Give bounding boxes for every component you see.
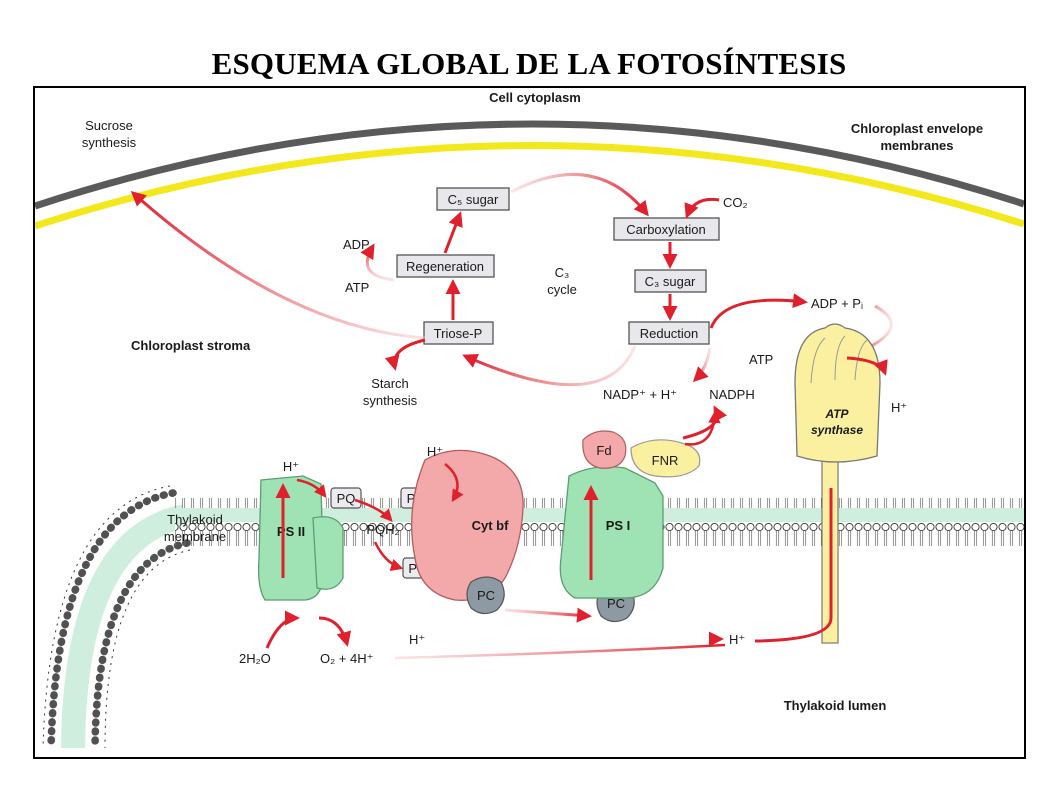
nadph-label: NADPH [709,387,755,402]
c5-sugar-box [436,187,510,211]
pq-1-box [330,487,362,509]
slide-title: ESQUEMA GLOBAL DE LA FOTOSÍNTESIS [211,46,847,81]
water-label: 2H₂O [239,651,271,666]
atp-synthase-label-1: ATP [824,407,849,421]
arrow-regeneration-to-c5 [443,211,463,254]
synthase-atp-label: ATP [749,352,773,367]
cytbf-label: Cyt bf [472,518,510,533]
photosystem-i: PS I [559,465,664,599]
arrow-nadp [692,347,712,383]
lumen-h-left-label: H⁺ [409,632,425,647]
arrow-reduction-to-adp [709,293,808,329]
arrow-h-to-synthase [754,488,833,643]
adp-pi-label: ADP + Pᵢ [811,296,863,311]
atp-synthase: ATP synthase [794,323,881,644]
arrow-h-to-pq [296,478,327,498]
arrow-lumen-h-lower [394,643,726,660]
thylakoid-label-2: membrane [164,529,226,544]
arrow-pq-to-pqh2 [354,498,393,522]
atp-synthase-label-2: synthase [811,423,863,437]
nadp-label: NADP⁺ + H⁺ [603,387,677,402]
starch-label-2: synthesis [363,393,418,408]
arrow-pqh2-to-cyt [373,541,404,571]
envelope-outer-membrane [35,120,1024,210]
cyt-h-label: H⁺ [427,444,443,459]
arrow-fnr-to-nadph [684,410,721,446]
arrow-triose-to-sucrose [130,191,426,340]
triose-p-label: Triose-P [434,326,483,341]
arrow-atp-to-adp [360,243,395,282]
synthase-h-label: H⁺ [891,400,907,415]
carboxylation-label: Carboxylation [626,222,706,237]
arrow-pc-transfer [504,607,592,623]
diagram-canvas: C₅ sugar Carboxylation CO₂ C₃ sugar Redu… [35,90,1024,752]
thylakoid-membrane-curve [42,485,191,752]
lumen-h-right-label: H⁺ [729,632,745,647]
c5-sugar-label: C₅ sugar [448,192,499,207]
fnr: FNR [630,439,701,478]
regeneration-label: Regeneration [406,259,484,274]
arrow-nadph [682,405,728,440]
cytochrome-bf: Cyt bf [411,449,524,601]
oxygen-label: O₂ + 4H⁺ [320,651,373,666]
carboxylation-box [613,217,720,241]
calvin-adp-label: ADP [343,237,370,252]
starch-label-1: Starch [371,376,409,391]
psi-label: PS I [606,518,631,533]
photosynthesis-diagram: C₅ sugar Carboxylation CO₂ C₃ sugar Redu… [33,86,1026,759]
arrow-water [265,610,300,649]
arrow-synthase-h [846,356,888,376]
psii-label: PS II [277,524,305,539]
envelope-inner-membrane [35,142,1024,230]
envelope-label-1: Chloroplast envelope [851,121,983,136]
fd-label: Fd [596,443,611,458]
pqh2-1-label: PQH₂ [366,522,399,537]
triose-p-box [423,321,494,345]
sucrose-label-2: synthesis [82,135,137,150]
reduction-label: Reduction [640,326,699,341]
calvin-cycle: C₅ sugar Carboxylation CO₂ C₃ sugar Redu… [343,187,748,345]
c3-cycle-label-1: C₃ [555,265,570,280]
regeneration-box [396,254,495,278]
arrow-triose-to-starch [384,338,426,371]
c3-cycle-label-2: cycle [547,282,577,297]
co2-label: CO₂ [723,195,748,210]
fnr-label: FNR [652,453,679,468]
ferredoxin: Fd [582,430,627,469]
thylakoid-label-1: Thylakoid [167,512,223,527]
sucrose-label-1: Sucrose [85,118,133,133]
pq-1-label: PQ [337,491,356,506]
c3-sugar-box [634,269,707,293]
arrow-co2 [684,197,720,219]
plastocyanin-1: PC [466,576,505,615]
arrow-c5-to-carboxylation [510,172,649,217]
c3-sugar-label: C₃ sugar [645,274,696,289]
pc-1-label: PC [477,588,495,603]
arrow-reduction-to-triose [462,345,637,387]
reduction-box [628,321,710,345]
pc-2-label: PC [607,596,625,611]
calvin-arrows [130,172,893,440]
calvin-atp-label: ATP [345,280,369,295]
arrow-oxygen [318,616,352,647]
thylakoid-lumen-label: Thylakoid lumen [784,698,887,713]
cell-cytoplasm-label: Cell cytoplasm [489,90,581,105]
stroma-label: Chloroplast stroma [131,338,251,353]
arrow-cyt-h [444,463,464,503]
envelope-label-2: membranes [881,138,954,153]
psii-h-label: H⁺ [283,459,299,474]
